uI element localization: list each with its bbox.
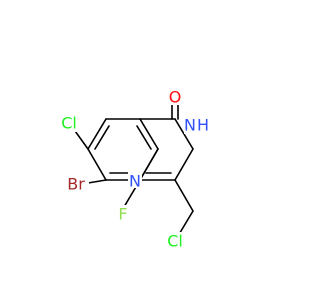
bond-c6-c7 bbox=[87, 148, 107, 181]
n1-nitrogen-label: N bbox=[129, 172, 141, 191]
oxygen-atom-label: O bbox=[169, 88, 182, 107]
bond-c7-br bbox=[87, 179, 107, 184]
chlorine-6-label: Cl bbox=[61, 114, 77, 133]
bond-n1-c8a bbox=[139, 148, 159, 181]
bromine-label: Br bbox=[67, 175, 85, 194]
fluorine-label: F bbox=[118, 205, 127, 224]
bond-c5-c6-inner bbox=[94, 125, 110, 150]
bond-c5-c6 bbox=[87, 118, 107, 150]
bond-c8a-c4a bbox=[139, 118, 159, 150]
bond-c2-ch2 bbox=[174, 179, 194, 212]
atom-labels: O H N N Cl Br F Cl bbox=[58, 88, 209, 251]
chloromethyl-chlorine-label: Cl bbox=[167, 232, 183, 251]
molecule-structure: O H N N Cl Br F Cl bbox=[58, 87, 210, 251]
bond-c8a-c4a-inner bbox=[136, 125, 152, 150]
nh-nitrogen-label: N bbox=[184, 116, 196, 135]
nh-hydrogen-label: H bbox=[197, 116, 209, 135]
bond-n3-c2 bbox=[174, 148, 194, 181]
